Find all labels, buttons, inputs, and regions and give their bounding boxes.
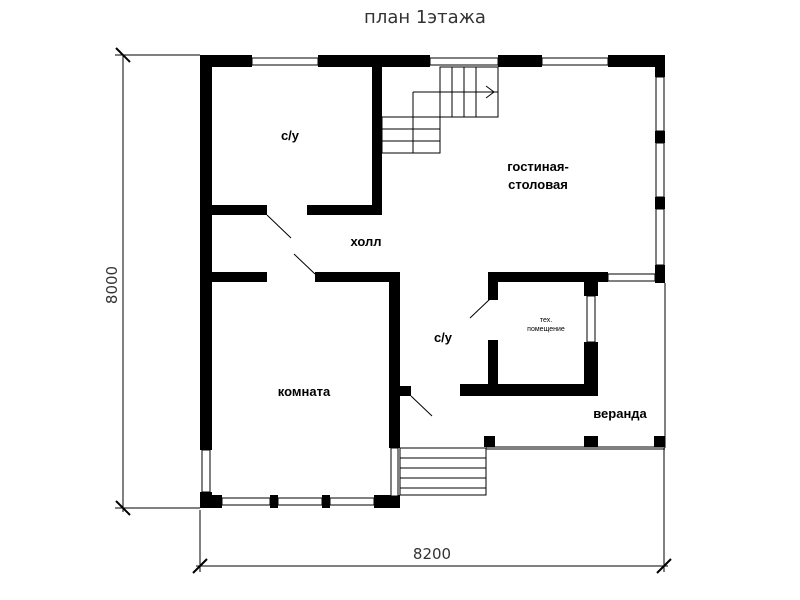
entrance-steps <box>399 447 487 496</box>
staircase-top <box>381 66 499 154</box>
width-dimension-label: 8200 <box>413 545 451 563</box>
room-label-room: комната <box>278 384 331 399</box>
room-label-bathroom-top: с/у <box>281 128 300 143</box>
room-label-living-dining-line1: гостиная- <box>507 159 569 174</box>
interior-walls <box>212 67 656 396</box>
room-label-living-dining-line2: столовая <box>508 177 568 192</box>
veranda-outline <box>484 283 666 450</box>
width-dimension: 8200 <box>192 448 672 574</box>
height-dimension: 8000 <box>103 47 200 516</box>
room-label-veranda: веранда <box>593 406 647 421</box>
height-dimension-label: 8000 <box>103 266 121 304</box>
room-label-tech-line1: тех. <box>540 317 552 324</box>
room-label-bathroom-mid: с/у <box>434 330 453 345</box>
plan-title: план 1этажа <box>364 7 486 28</box>
room-label-tech-line2: помещение <box>527 326 565 333</box>
exterior-walls <box>200 55 665 508</box>
room-label-hall: холл <box>350 234 381 249</box>
door-swings <box>266 214 491 417</box>
